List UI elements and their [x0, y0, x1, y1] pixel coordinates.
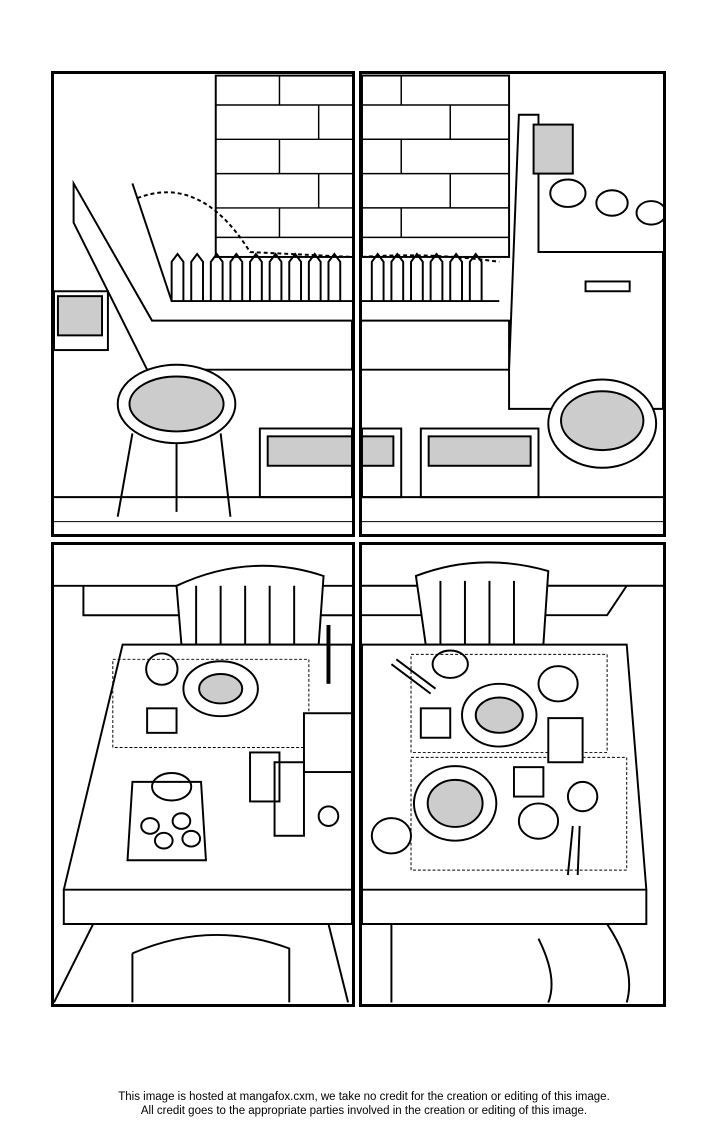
dining-table-left-illustration: [54, 564, 352, 1003]
courtyard-right-illustration: [362, 74, 663, 523]
comic-panel-courtyard-left: [51, 71, 355, 537]
courtyard-left-illustration: [54, 74, 352, 523]
comic-panel-courtyard-right: [359, 71, 666, 537]
comic-panel-dining-table-left: [51, 542, 355, 1007]
dining-table-right-illustration: [362, 561, 663, 1003]
hosting-credit-line-1: This image is hosted at mangafox.cxm, we…: [118, 1091, 610, 1103]
hosting-credit-line-2: All credit goes to the appropriate parti…: [140, 1105, 588, 1117]
comic-panel-dining-table-right: [359, 542, 666, 1007]
